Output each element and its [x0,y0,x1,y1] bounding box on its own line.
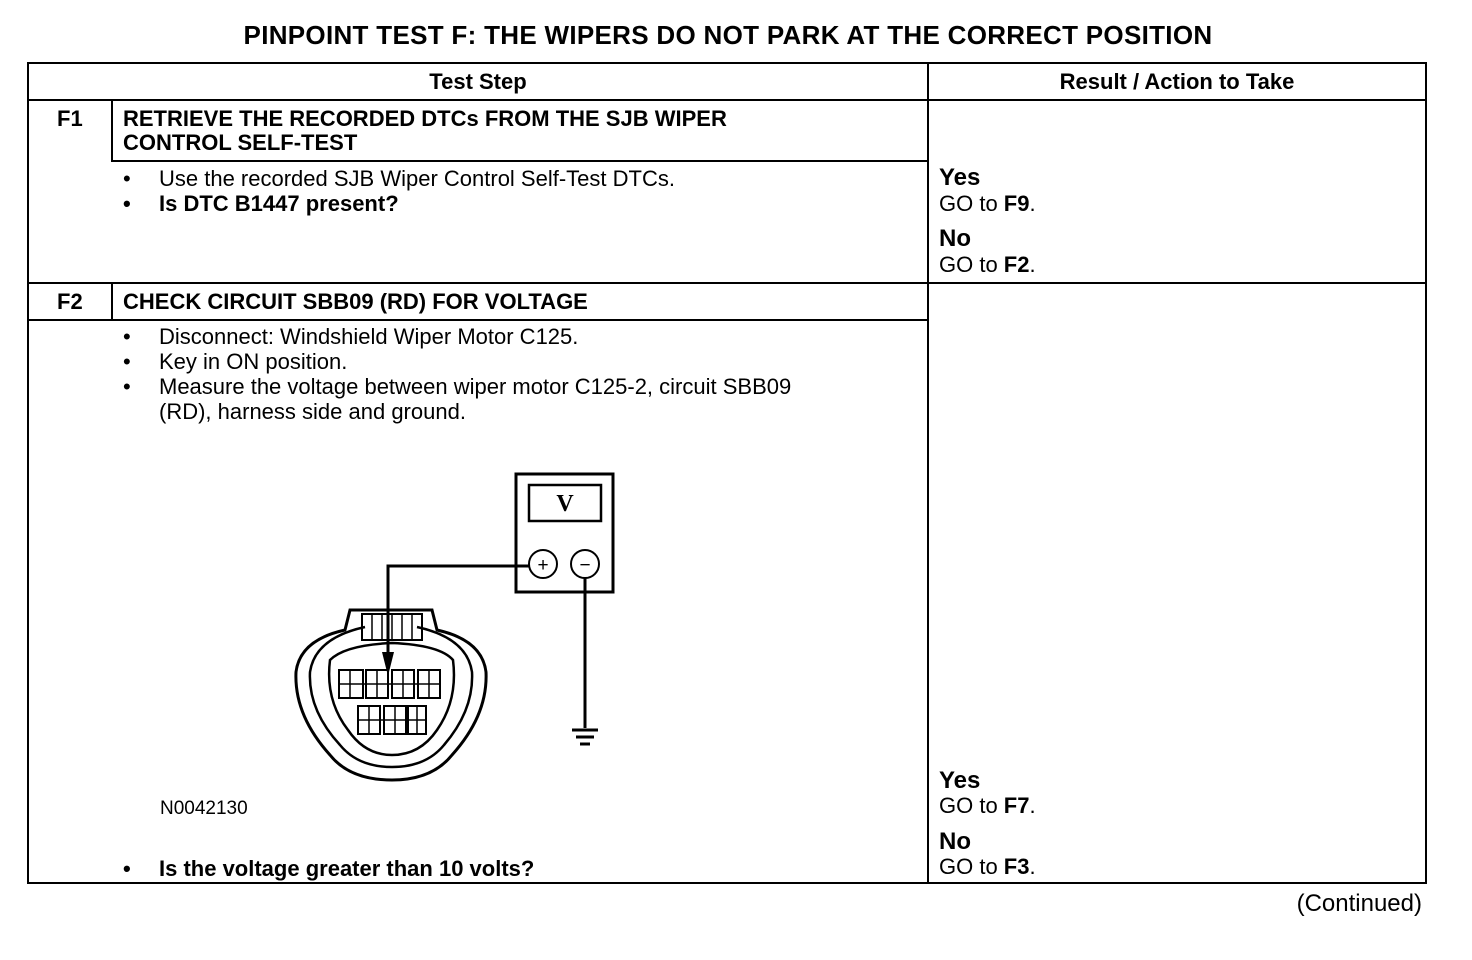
f1-section-rule [29,282,1425,284]
step-heading-f1-line1: RETRIEVE THE RECORDED DTCs FROM THE SJB … [123,106,727,131]
list-item-continuation: (RD), harness side and ground. [159,399,466,424]
plus-sign: + [537,555,548,576]
step-list-f2: Disconnect: Windshield Wiper Motor C125.… [123,324,791,424]
goto-target-link[interactable]: F2 [1003,252,1030,277]
continued-label: (Continued) [1296,890,1422,917]
goto-text: GO to [939,252,1004,277]
result-no-label-f1: No [939,225,971,252]
wiper-motor-connector [294,608,488,782]
list-item: Is DTC B1447 present? [123,191,675,216]
goto-text: GO to [939,191,1004,216]
header-test-step: Test Step [429,69,527,94]
step-id-f2: F2 [57,289,83,314]
result-yes-label-f2: Yes [939,767,981,794]
step-question-f2: Is the voltage greater than 10 volts? [123,856,534,881]
period: . [1029,191,1036,216]
result-yes-action-f1: GO to F9. [939,192,1036,216]
step-list-f1: Use the recorded SJB Wiper Control Self-… [123,166,675,216]
figure-id: N0042130 [160,798,248,819]
column-divider [927,64,929,882]
period: . [1029,793,1036,818]
page-title: PINPOINT TEST F: THE WIPERS DO NOT PARK … [243,20,1213,50]
id-divider-f1 [111,100,113,162]
voltmeter-display [527,483,603,523]
list-item: Use the recorded SJB Wiper Control Self-… [123,166,675,191]
voltmeter-unit-label: V [556,491,574,517]
step-heading-f1-line2: CONTROL SELF-TEST [123,130,358,155]
result-no-label-f2: No [939,828,971,855]
ground-symbol [572,728,598,746]
result-yes-action-f2: GO to F7. [939,794,1036,818]
probe-tip [382,652,394,676]
positive-terminal [528,549,558,579]
list-item: Key in ON position. [123,349,791,374]
step-id-f1: F1 [57,106,83,131]
list-item: Disconnect: Windshield Wiper Motor C125. [123,324,791,349]
goto-target-link[interactable]: F7 [1003,793,1030,818]
positive-lead [386,564,529,652]
header-rule [29,99,1425,101]
result-yes-label-f1: Yes [939,164,981,191]
period: . [1029,252,1036,277]
pinpoint-test-table: Test Step Result / Action to Take F1 RET… [27,62,1427,884]
goto-target-link[interactable]: F9 [1003,191,1030,216]
header-result: Result / Action to Take [1059,69,1295,94]
goto-target-link[interactable]: F3 [1003,854,1030,879]
step-heading-f2: CHECK CIRCUIT SBB09 (RD) FOR VOLTAGE [123,289,588,314]
id-divider-f2 [111,284,113,320]
result-no-action-f2: GO to F3. [939,855,1036,879]
f1-heading-rule [111,160,927,162]
minus-sign: − [579,555,590,576]
goto-text: GO to [939,793,1004,818]
list-item: Is the voltage greater than 10 volts? [123,856,534,881]
list-item: Measure the voltage between wiper motor … [123,374,791,399]
period: . [1029,854,1036,879]
result-no-action-f1: GO to F2. [939,253,1036,277]
f2-heading-rule [29,319,927,321]
goto-text: GO to [939,854,1004,879]
